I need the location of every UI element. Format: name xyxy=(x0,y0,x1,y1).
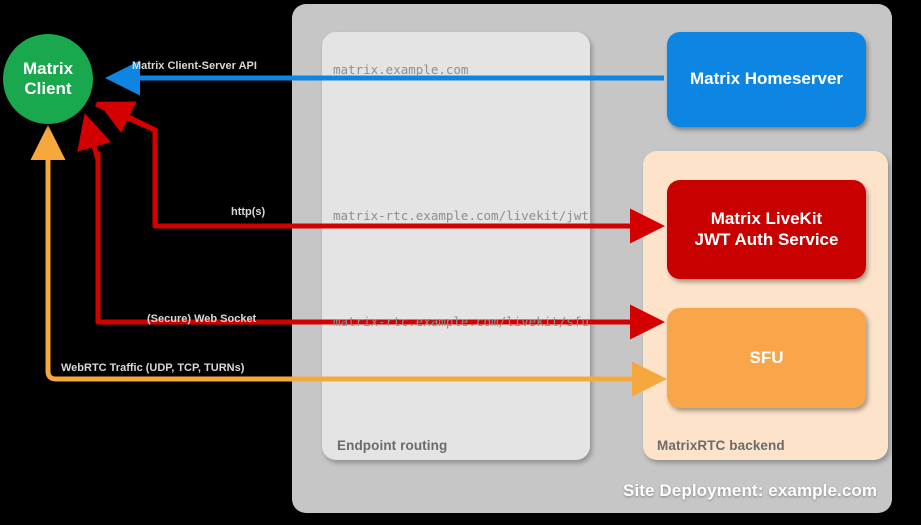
jwt-label-line1: Matrix LiveKit xyxy=(710,209,823,229)
endpoint-routing-label: Endpoint routing xyxy=(337,438,448,453)
endpoint-livekit-jwt: matrix-rtc.example.com/livekit/jwt xyxy=(333,208,589,223)
edge-label-http-s: http(s) xyxy=(231,206,266,218)
jwt-label-line2: JWT Auth Service xyxy=(694,229,839,249)
endpoint-matrix-example-com: matrix.example.com xyxy=(333,62,469,77)
edge-label-matrix-client-server-api: Matrix Client-Server API xyxy=(132,60,257,72)
node-matrix-client[interactable]: Matrix Client xyxy=(3,34,93,124)
node-sfu[interactable]: SFU xyxy=(667,308,866,408)
matrix-homeserver-label: Matrix Homeserver xyxy=(689,69,844,89)
node-matrix-homeserver[interactable]: Matrix Homeserver xyxy=(667,32,866,127)
matrix-client-label-line2: Client xyxy=(24,79,72,98)
sfu-label: SFU xyxy=(749,347,784,367)
endpoint-routing-container xyxy=(322,32,590,460)
endpoint-livekit-sfu: matrix-rtc.example.com/livekit/sfu xyxy=(333,314,589,329)
edge-label-webrtc-traffic: WebRTC Traffic (UDP, TCP, TURNs) xyxy=(61,362,245,374)
edge-label-secure-web-socket: (Secure) Web Socket xyxy=(147,313,257,325)
matrix-client-label-line1: Matrix xyxy=(22,59,74,79)
node-matrix-livekit-jwt-auth-service[interactable]: Matrix LiveKit JWT Auth Service xyxy=(667,180,866,279)
matrixrtc-backend-label: MatrixRTC backend xyxy=(657,438,785,453)
site-deployment-label: Site Deployment: example.com xyxy=(623,481,878,500)
